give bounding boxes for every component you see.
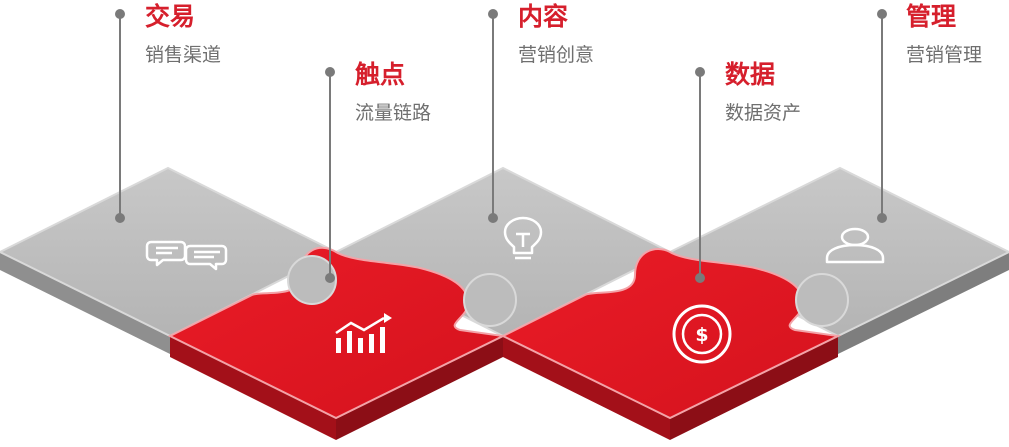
label-touch-title: 触点 xyxy=(355,60,406,89)
leader-manage-dot-top xyxy=(877,9,887,19)
leader-touch-dot-bottom xyxy=(325,273,335,283)
svg-text:$: $ xyxy=(695,324,708,346)
piece-5-side-right xyxy=(838,252,1009,354)
piece-data xyxy=(500,247,842,420)
label-trade-title: 交易 xyxy=(145,2,196,31)
label-manage: 管理 营销管理 xyxy=(906,2,982,68)
trend-chart-icon xyxy=(335,313,392,353)
user-icon xyxy=(825,227,885,264)
label-data: 数据 数据资产 xyxy=(725,60,801,126)
label-data-subtitle: 数据资产 xyxy=(725,102,802,124)
piece-2-side-right xyxy=(336,336,503,440)
label-content-title: 内容 xyxy=(518,2,569,31)
label-manage-title: 管理 xyxy=(906,2,957,31)
knob-manage xyxy=(795,273,849,327)
piece-4-side-right xyxy=(670,336,838,440)
piece-4-side-left xyxy=(503,336,670,440)
leader-data-dot-bottom xyxy=(695,273,705,283)
label-trade: 交易 销售渠道 xyxy=(145,2,221,68)
knob-trade xyxy=(287,255,337,305)
label-manage-subtitle: 营销管理 xyxy=(906,44,983,66)
knob-content xyxy=(463,273,517,327)
label-content: 内容 营销创意 xyxy=(518,2,594,68)
label-trade-subtitle: 销售渠道 xyxy=(145,44,222,66)
leader-manage-dot-bottom xyxy=(877,213,887,223)
label-data-title: 数据 xyxy=(725,60,776,89)
piece-1-side-left xyxy=(0,252,170,354)
piece-2-side-left xyxy=(170,336,336,440)
lightbulb-icon xyxy=(503,216,543,260)
label-content-subtitle: 营销创意 xyxy=(518,44,595,66)
leader-data-dot-top xyxy=(695,67,705,77)
leader-trade-dot-top xyxy=(115,9,125,19)
leader-content-dot-top xyxy=(488,9,498,19)
label-touch-subtitle: 流量链路 xyxy=(355,102,432,124)
leader-touch-dot-top xyxy=(325,67,335,77)
leader-content-dot-bottom xyxy=(488,213,498,223)
leader-trade-dot-bottom xyxy=(115,213,125,223)
label-touch: 触点 流量链路 xyxy=(355,60,431,126)
dollar-coin-icon: $ xyxy=(672,304,732,364)
chat-bubbles-icon xyxy=(145,240,228,271)
